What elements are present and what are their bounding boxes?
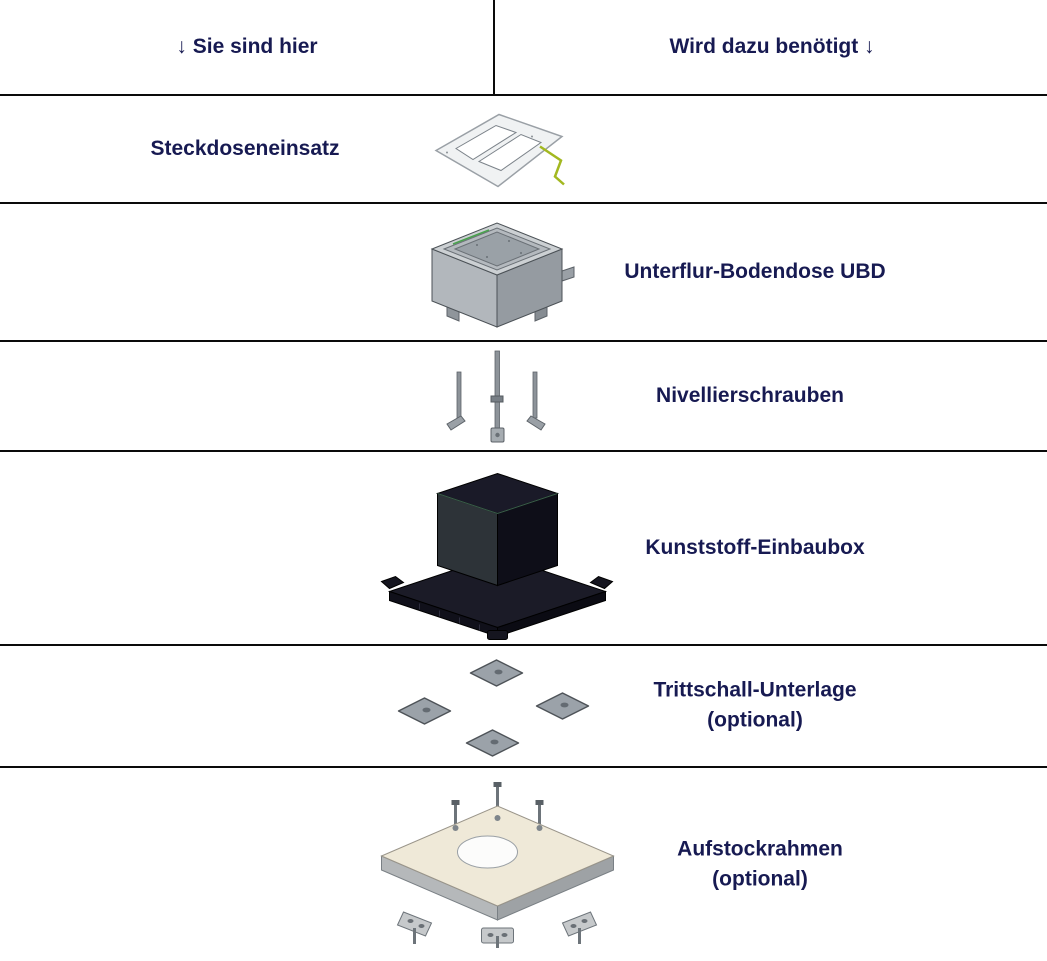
row-trittschall-unterlage: Trittschall-Unterlage (optional) [0, 646, 1047, 768]
row-label-line2: (optional) [707, 709, 803, 732]
row-steckdoseneinsatz: Steckdoseneinsatz [0, 96, 1047, 204]
plastic-mounting-box-icon [380, 472, 614, 640]
row-label: Trittschall-Unterlage (optional) [653, 676, 856, 737]
row-label: Kunststoff-Einbaubox [645, 535, 865, 559]
row-label: Unterflur-Bodendose UBD [624, 259, 886, 283]
underfloor-box-icon [430, 222, 575, 328]
row-aufstockrahmen: Aufstockrahmen (optional) [0, 768, 1047, 961]
row-kunststoff-einbaubox: Kunststoff-Einbaubox [0, 452, 1047, 646]
row-label: Aufstockrahmen (optional) [677, 834, 843, 895]
header-left-label: ↓ Sie sind hier [176, 34, 318, 58]
header-right-label: Wird dazu benötigt ↓ [669, 34, 875, 58]
row-nivellierschrauben: Nivellierschrauben [0, 342, 1047, 452]
raising-frame-icon [380, 781, 615, 948]
leveling-screws-image [427, 346, 567, 446]
raising-frame-image [370, 780, 625, 950]
row-label-line1: Aufstockrahmen [677, 837, 843, 861]
underfloor-box-image [417, 211, 577, 333]
impact-sound-pads-icon [397, 659, 590, 757]
row-label-line1: Trittschall-Unterlage [653, 678, 857, 702]
row-label-line2: (optional) [712, 867, 808, 891]
column-divider [493, 0, 495, 94]
leveling-screws-icon [446, 350, 546, 443]
plastic-mounting-box-image [380, 456, 615, 641]
table-header-row: ↓ Sie sind hier Wird dazu benötigt ↓ [0, 0, 1047, 96]
socket-insert-icon [434, 113, 565, 188]
row-unterflur-bodendose: Unterflur-Bodendose UBD [0, 204, 1047, 342]
impact-sound-pads-image [385, 651, 610, 761]
socket-insert-image [422, 107, 572, 192]
row-label: Nivellierschrauben [656, 383, 844, 407]
row-label: Steckdoseneinsatz [150, 136, 340, 160]
